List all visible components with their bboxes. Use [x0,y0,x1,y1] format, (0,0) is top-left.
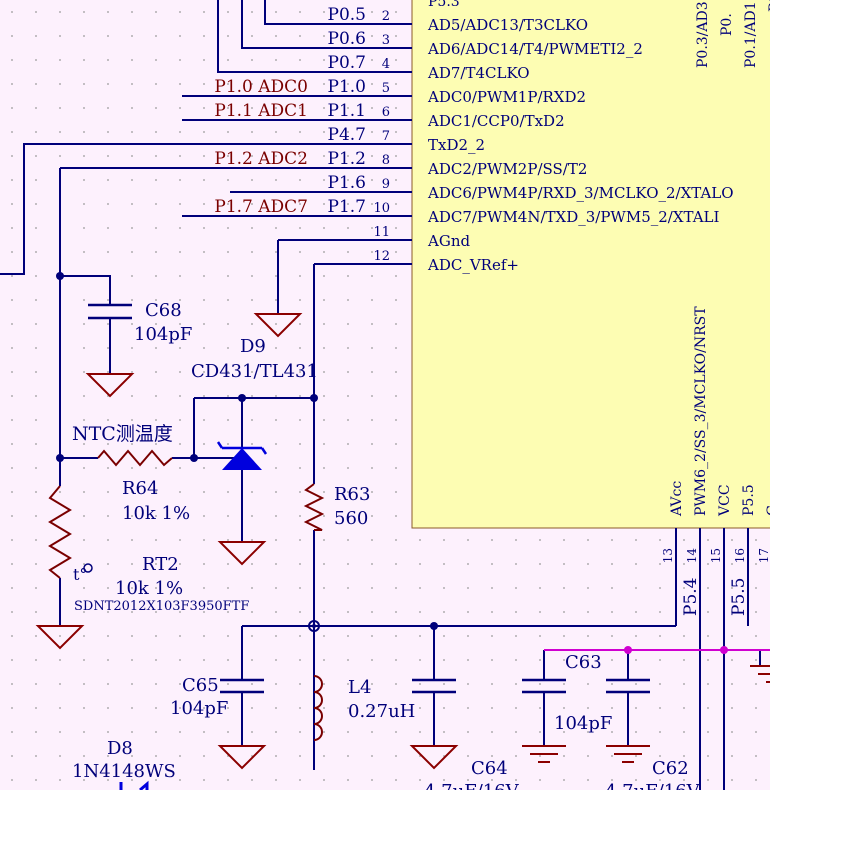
ic-top-right-label-3: P0.1/AD1 [743,1,759,68]
inductor-l4 [313,675,323,741]
lower-margin [0,790,864,841]
pin-port-7: P4.7 [328,125,366,145]
d9-ref: D9 [240,336,266,357]
ntc-label: NTC测温度 [72,423,173,445]
pin-function-2: AD5/ADC13/T3CLKO [427,16,588,34]
pin-function-10: ADC7/PWM4N/TXD_3/PWM5_2/XTALI [427,208,719,226]
pin-function-3: AD6/ADC14/T4/PWMETI2_2 [427,40,643,58]
magenta-junction-1 [624,646,632,654]
capacitor-plates [88,303,650,694]
net-label-6: P1.1 ADC1 [214,101,308,121]
net-label-10: P1.7 ADC7 [214,197,308,217]
d8-value: 1N4148WS [72,761,176,782]
pin-port-9: P1.6 [328,173,366,193]
resistor-zigzags [48,449,325,579]
c63-value: 104pF [554,713,612,734]
mcu-body [411,0,783,529]
junctions [56,272,438,630]
wires [0,0,761,790]
c65-value: 104pF [170,698,228,719]
r64-value: 10k 1% [122,503,190,524]
net-label-5: P1.0 ADC0 [214,77,308,97]
net-label-8: P1.2 ADC2 [214,149,308,169]
c63-ref: C63 [565,652,602,673]
crossover-dot [312,624,316,628]
pin-function-11: AGnd [427,232,470,250]
pin-number-3: 3 [382,33,390,48]
bottom-pin-function-15: VCC [717,484,733,517]
pin-function-5: ADC0/PWM1P/RXD2 [427,88,586,106]
pin-number-6: 6 [382,105,390,120]
pin-port-5: P1.0 [328,77,366,97]
pin-port-3: P0.6 [328,29,366,49]
rt2-value: 10k 1% [115,578,183,599]
pin-function-9: ADC6/PWM4P/RXD_3/MCLKO_2/XTALO [427,184,734,202]
pin-port-8: P1.2 [328,149,366,169]
r63-ref: R63 [334,484,370,505]
bottom-pin-number-16: 16 [733,548,747,563]
r63-value: 560 [334,508,368,529]
magenta-junction-2 [720,646,728,654]
pin-number-11: 11 [373,225,390,240]
d8-ref: D8 [107,738,133,759]
pin-number-2: 2 [382,9,390,24]
pin-function-6: ADC1/CCP0/TxD2 [427,112,565,130]
c68-ref: C68 [145,300,182,321]
bottom-pin-number-14: 14 [685,548,699,564]
ic-top-right-label-1: P0.3/AD3 [695,1,711,68]
ic-top-right-label-2: P0. [719,13,735,36]
pin-port-6: P1.1 [328,101,366,121]
rt2-ref: RT2 [142,554,179,575]
pin-number-9: 9 [382,177,390,192]
pin-port-10: P1.7 [328,197,366,217]
bottom-net-label-14: P5.4 [681,578,701,616]
right-margin [770,0,864,790]
pin-number-10: 10 [373,201,390,216]
bottom-pin-number-13: 13 [661,548,675,563]
pin-function-7: TxD2_2 [428,136,485,154]
pin-port-4: P0.7 [328,53,366,73]
c64-ref: C64 [471,758,508,779]
rt2-temp-circle [83,563,93,573]
bottom-pin-function-16: P5.5 [741,484,757,516]
rt2-part: SDNT2012X103F3950FTF [74,599,249,614]
pin-number-4: 4 [382,57,390,72]
pin-number-8: 8 [382,153,390,168]
c65-ref: C65 [182,675,219,696]
pin-port-2: P0.5 [328,5,366,25]
bottom-pin-number-15: 15 [709,548,723,563]
pin-function-4: AD7/T4CLKO [427,64,530,82]
bottom-pin-number-17: 17 [757,548,771,563]
l4-ref: L4 [348,677,371,698]
top-partial-label: P5.3 [428,0,460,10]
bottom-pin-function-14: PWM6_2/SS_3/MCLKO/NRST [693,306,709,516]
r64-ref: R64 [122,478,158,499]
pin-function-8: ADC2/PWM2P/SS/T2 [427,160,587,178]
tl431-diode-symbol [216,441,268,470]
bottom-net-label-16: P5.5 [729,578,749,616]
pin-number-7: 7 [382,129,390,144]
bottom-pin-function-13: AVcc [669,481,685,517]
rt2-temp-symbol: t° [73,565,87,584]
c62-ref: C62 [652,758,689,779]
l4-value: 0.27uH [348,701,415,722]
d9-value: CD431/TL431 [191,361,318,382]
c68-value: 104pF [134,324,192,345]
pin-number-5: 5 [382,81,390,96]
crossover-junction [308,620,320,632]
ground-symbols [35,313,772,770]
pin-function-12: ADC_VRef+ [427,256,519,274]
pin-number-12: 12 [373,249,390,264]
d8-diode-partial [119,780,149,792]
